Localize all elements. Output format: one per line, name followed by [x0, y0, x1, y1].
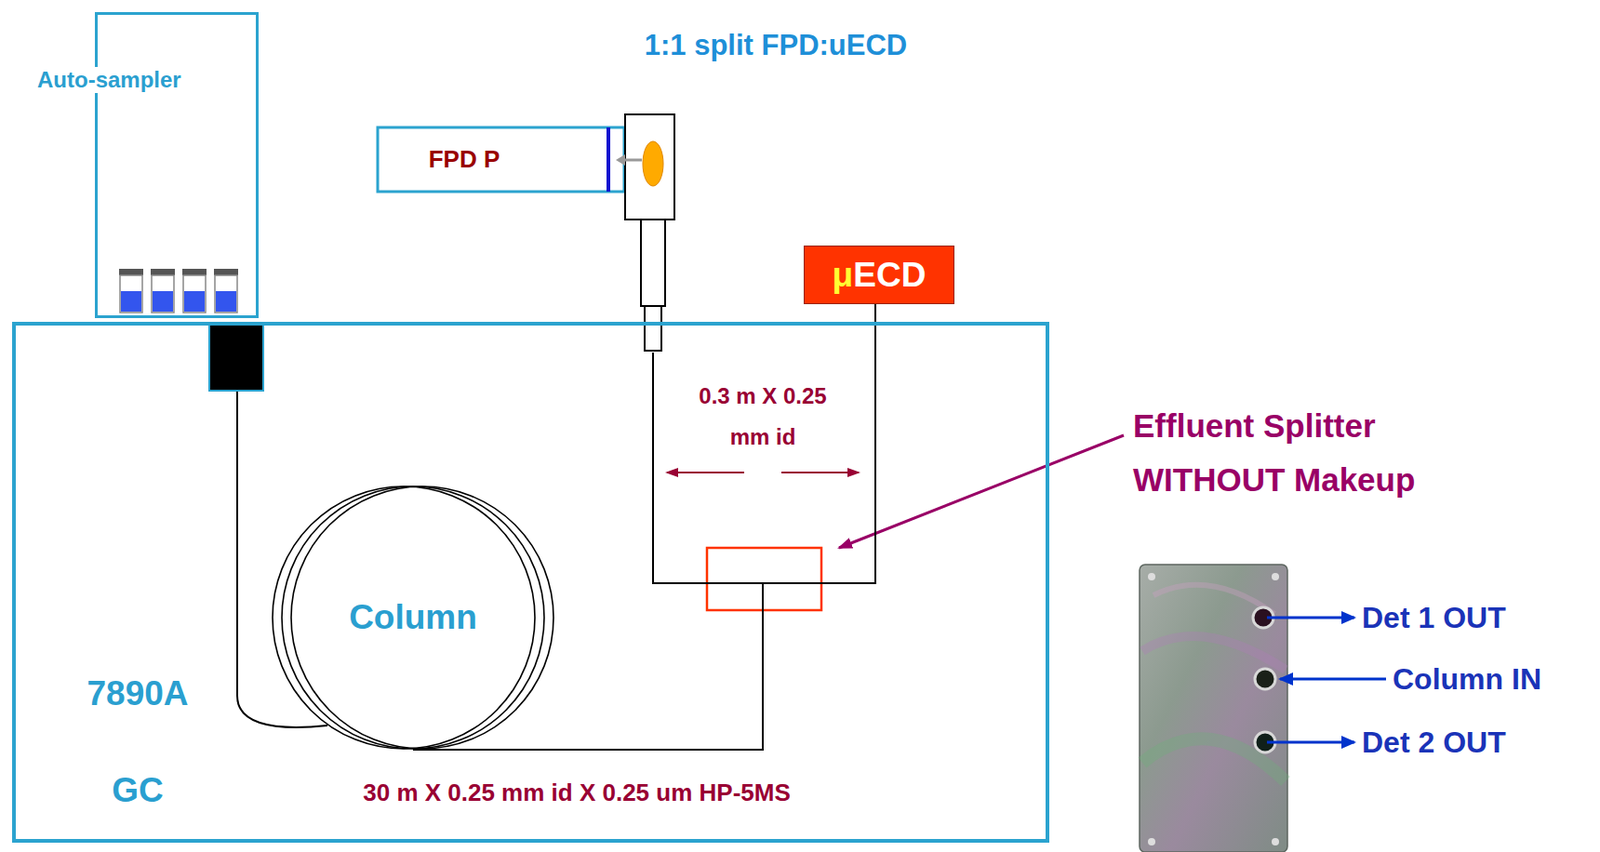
autosampler-box: Auto-sampler [94, 12, 259, 319]
port-arrow [1280, 678, 1387, 681]
fpd-body [625, 114, 675, 220]
vial-cap [150, 268, 175, 276]
column-coil: Column [271, 485, 555, 750]
vial-cap [213, 268, 239, 276]
column-coil [291, 486, 554, 749]
port-label: Det 1 OUT [1361, 600, 1507, 636]
sample-vials [119, 268, 239, 313]
vial-glass [214, 275, 238, 313]
vial-cap [182, 268, 207, 276]
splitter-plate-photo [1139, 564, 1288, 852]
column-label: Column [348, 598, 478, 638]
fpd-jet [644, 306, 662, 351]
vial-liquid [120, 291, 142, 312]
light-arrow [623, 159, 642, 162]
fpd-detector-shape [377, 114, 676, 353]
column-spec: 30 m X 0.25 mm id X 0.25 um HP-5MS [362, 778, 791, 808]
vial-glass [183, 275, 206, 313]
plate-screw [1147, 838, 1156, 846]
fpd-housing [377, 127, 625, 192]
vial-glass [151, 275, 174, 313]
plate-screw [1147, 573, 1156, 581]
plate-sheen [1142, 636, 1286, 670]
ecd-detector: μECD [803, 245, 955, 305]
transfer-line [413, 352, 763, 750]
box-label: Auto-sampler [35, 66, 184, 94]
dimension-label: 0.3 m X 0.25 mm id [683, 375, 842, 458]
plate [1139, 564, 1288, 852]
port-arrow [1266, 741, 1355, 745]
column-coil [281, 486, 545, 749]
port-label: Det 2 OUT [1361, 725, 1507, 760]
dimension-arrow [666, 471, 745, 474]
port-label: Column IN [1392, 662, 1542, 697]
inlet-hole [1254, 668, 1276, 690]
detector-label: FPD P [428, 145, 501, 174]
vial-liquid [184, 291, 205, 312]
callout-label: Effluent Splitter WITHOUT Makeup [1133, 399, 1534, 507]
column-coil [272, 486, 535, 749]
plate-screw [1271, 838, 1280, 846]
dimension-arrow [781, 471, 859, 474]
fpd-stem [640, 219, 666, 307]
fpd-detector: FPD P [377, 114, 676, 353]
flame [642, 141, 664, 187]
vial-cap [119, 268, 144, 276]
instrument-label: 7890A GC [72, 645, 203, 840]
plate-screw [1271, 573, 1280, 581]
transfer-line [413, 304, 876, 750]
detector-label: μECD [832, 255, 927, 295]
column-inlet-line [237, 390, 328, 728]
light-arrow-head [615, 154, 626, 166]
gc-oven: 7890A GC Column [12, 321, 1050, 843]
filter-bar [606, 127, 611, 192]
diagram-title: 1:1 split FPD:uECD [644, 28, 907, 63]
effluent-splitter [706, 547, 822, 611]
vial-liquid [152, 291, 174, 312]
injector-port [209, 324, 264, 391]
vial-glass [120, 275, 143, 313]
leader-line [839, 435, 1124, 548]
port-arrow [1266, 616, 1355, 620]
vial-liquid [215, 291, 237, 312]
